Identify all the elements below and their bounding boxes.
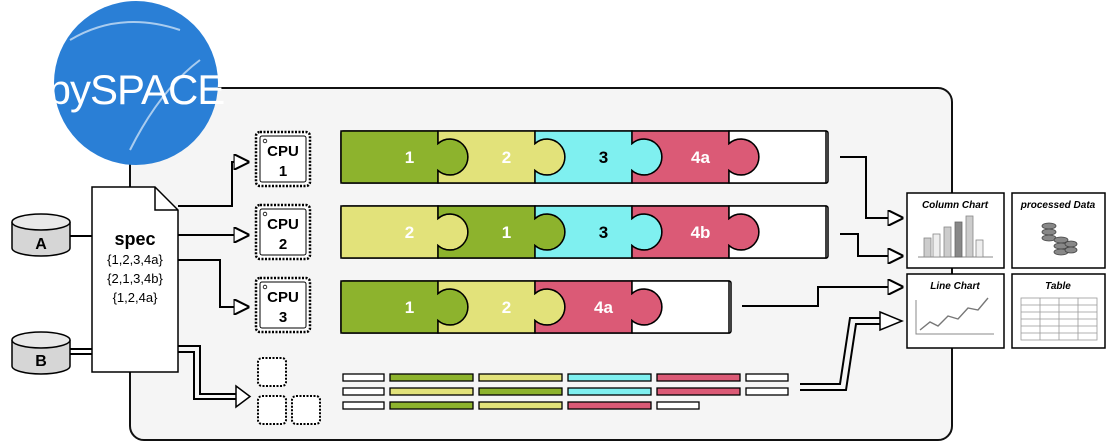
line-chart-title: Line Chart — [930, 281, 980, 292]
table-title: Table — [1045, 281, 1071, 292]
node-label: 4a — [691, 148, 710, 167]
batch-bar — [657, 388, 740, 395]
batch-bar — [568, 388, 651, 395]
node-label: 1 — [405, 148, 414, 167]
node-label: 2 — [405, 223, 414, 242]
cpu-index: 1 — [279, 163, 287, 180]
cpu-chip-2: CPU 2 — [256, 205, 310, 259]
pipeline-2: 2 1 3 4b — [341, 206, 828, 258]
batch-bar — [657, 402, 699, 409]
dataset-b: B — [12, 332, 70, 374]
cpu-label: CPU — [267, 216, 299, 233]
logo-text: pySPACE — [48, 66, 225, 113]
batch-bar — [390, 402, 473, 409]
spec-line-1: {1,2,3,4a} — [107, 252, 163, 267]
cpu-label: CPU — [267, 289, 299, 306]
output-line-chart: Line Chart — [907, 274, 1004, 348]
batch-bar — [746, 374, 788, 381]
spec-line-2: {2,1,3,4b} — [107, 271, 163, 286]
batch-bar — [479, 374, 562, 381]
output-processed-data: processed Data — [1012, 193, 1105, 268]
cpu-label: CPU — [267, 143, 299, 160]
batch-bar — [657, 374, 740, 381]
batch-bar-start — [343, 402, 384, 409]
cpu-index: 3 — [279, 309, 287, 326]
column-chart-title: Column Chart — [922, 200, 989, 211]
pipeline-1: 1 2 3 4a — [341, 131, 828, 183]
node-label: 3 — [599, 223, 608, 242]
node-label: 3 — [599, 148, 608, 167]
batch-bar — [568, 402, 651, 409]
processed-data-title: processed Data — [1020, 200, 1096, 211]
output-table: Table — [1012, 274, 1105, 348]
dataset-b-label: B — [35, 353, 47, 370]
batch-bar — [390, 388, 473, 395]
cpu-index: 2 — [279, 236, 287, 253]
batch-bar — [746, 388, 788, 395]
connector-b-spec — [70, 349, 92, 354]
node-label: 1 — [405, 298, 414, 317]
cpu-chip-1: CPU 1 — [256, 132, 310, 186]
batch-bar — [390, 374, 473, 381]
batch-bar — [479, 402, 562, 409]
batch-bar — [479, 388, 562, 395]
node-label: 1 — [502, 223, 511, 242]
node-label: 4a — [594, 298, 613, 317]
node-label: 4b — [691, 223, 711, 242]
batch-bar-start — [343, 374, 384, 381]
pipeline-3: 1 2 4a — [341, 281, 731, 333]
spec-title: spec — [114, 229, 155, 249]
batch-bar-start — [343, 388, 384, 395]
spec-line-3: {1,2,4a} — [113, 290, 158, 305]
batch-bar — [568, 374, 651, 381]
dataset-a: A — [12, 214, 70, 256]
spec-document: spec {1,2,3,4a} {2,1,3,4b} {1,2,4a} — [92, 187, 178, 372]
dataset-a-label: A — [35, 236, 47, 253]
node-label: 2 — [502, 298, 511, 317]
node-label: 2 — [502, 148, 511, 167]
cpu-chip-3: CPU 3 — [256, 278, 310, 332]
output-column-chart: Column Chart — [907, 193, 1004, 268]
